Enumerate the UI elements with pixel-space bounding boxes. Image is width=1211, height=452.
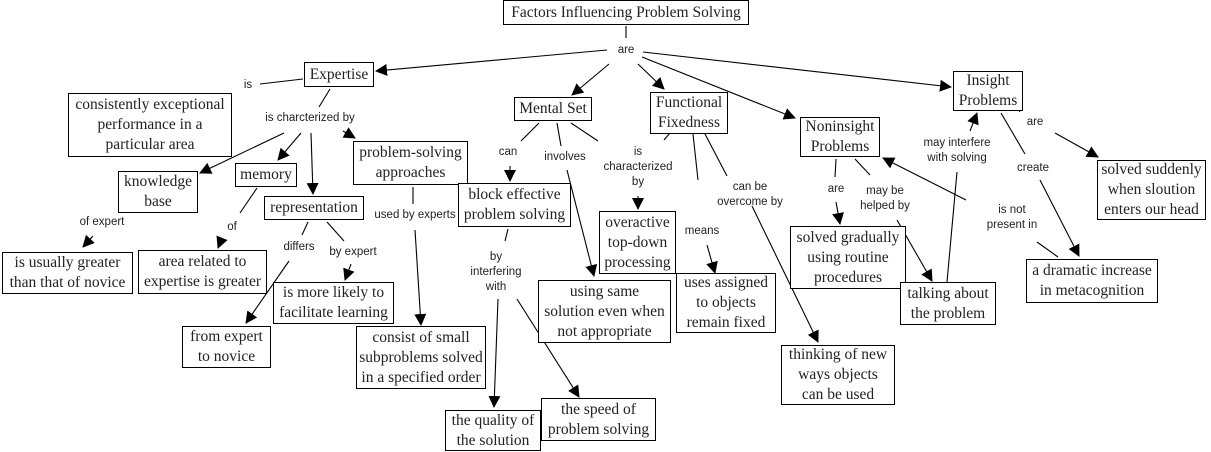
edge-means-usesassigned <box>706 244 718 274</box>
edge-interfering-quality <box>488 298 501 408</box>
node-block-effective: block effective problem solving <box>458 183 571 227</box>
node-quality-of-solution: the quality of the solution <box>445 410 541 451</box>
link-involves: involves <box>544 151 586 163</box>
link-by-interfering-with: by interfering with <box>470 251 522 293</box>
edge-dramatic-notpresent <box>1036 241 1059 258</box>
edge-mentalset-ischaracterized <box>570 122 599 142</box>
node-representation: representation <box>264 196 364 220</box>
node-mental-set: Mental Set <box>514 97 592 121</box>
node-functional-fixedness: Functional Fixedness <box>650 92 728 134</box>
edge-involves-usingsame <box>566 169 598 277</box>
edge-functional-overcome <box>704 133 728 177</box>
link-create: create <box>1017 162 1049 174</box>
link-of: of <box>227 221 237 233</box>
edge-representation-differs <box>301 221 309 236</box>
edge-representation-byexpert <box>326 221 345 242</box>
edge-are-functional <box>637 63 665 90</box>
link-is-not-present-in: is not present in <box>986 204 1038 231</box>
node-from-expert-to-novice: from expert to novice <box>182 326 271 368</box>
node-expertise: Expertise <box>304 62 374 87</box>
edge-functional-means <box>692 133 699 181</box>
node-consist-of-subproblems: consist of small subproblems solved in a… <box>356 326 486 389</box>
link-is-characterized-by: is characterized by <box>603 146 673 188</box>
link-can: can <box>498 146 518 158</box>
edge-expertise-is <box>259 78 304 85</box>
node-dramatic-increase: a dramatic increase in metacognition <box>1026 259 1158 303</box>
link-are-insight: are <box>1026 116 1044 128</box>
link-of-expert: of expert <box>79 216 125 228</box>
edge-are-insight <box>642 51 952 92</box>
node-solved-suddenly: solved suddenly when sloution enters our… <box>1097 160 1206 220</box>
edge-are-expertise <box>375 49 608 76</box>
node-usually-greater: is usually greater than that of novice <box>2 252 133 294</box>
link-is-charcterized-by: is charcterized by <box>265 112 355 124</box>
edge-are-solvedgradually <box>832 201 844 225</box>
edge-charcterized-approaches <box>342 127 356 139</box>
node-noninsight-problems: Noninsight Problems <box>800 117 880 157</box>
node-consistently-exceptional: consistently exceptional performance in … <box>68 93 232 157</box>
edge-charcterized-memory <box>277 132 302 161</box>
link-are-noninsight: are <box>827 183 845 195</box>
edge-mentalset-involves <box>556 122 562 147</box>
edge-are-noninsight <box>641 56 796 120</box>
link-may-be-helped-by: may be helped by <box>860 185 910 212</box>
edge-functional-ischaracterized <box>663 132 671 141</box>
node-uses-assigned: uses assigned to objects remain fixed <box>676 273 776 333</box>
edge-interfering-speed <box>516 298 580 398</box>
edge-noninsight-helped <box>854 158 871 176</box>
link-by-expert: by expert <box>329 246 377 258</box>
edge-used-consist <box>414 229 427 326</box>
node-insight-problems: Insight Problems <box>953 71 1023 111</box>
edge-byexpert-facilitate <box>343 263 355 281</box>
edge-noninsight-are <box>834 158 837 178</box>
edge-interfere-insight <box>967 112 979 132</box>
node-speed-of-problem-solving: the speed of problem solving <box>541 398 656 441</box>
node-thinking-of-new-ways: thinking of new ways objects can be used <box>781 345 895 405</box>
edge-of-arearelated <box>216 235 228 249</box>
node-problem-solving-approaches: problem-solving approaches <box>353 141 468 185</box>
edge-ofexpert-greater <box>82 234 95 248</box>
edge-block-interfering <box>504 228 509 242</box>
edge-expertise-charcterized <box>318 88 331 108</box>
node-memory: memory <box>235 163 297 187</box>
node-knowledge-base: knowledge base <box>118 171 198 213</box>
edge-are-mentalset <box>571 63 610 96</box>
link-can-be-overcome-by: can be overcome by <box>717 181 783 208</box>
edge-mentalset-can <box>520 122 540 142</box>
edge-charcterized-knowledge <box>199 132 285 174</box>
link-differs: differs <box>283 241 315 253</box>
node-overactive-top-down: overactive top-down processing <box>599 211 676 274</box>
link-is: is <box>243 79 253 91</box>
node-using-same-solution: using same solution even when not approp… <box>538 280 671 343</box>
edge-overcome-thinking <box>751 205 819 343</box>
link-are-root: are <box>617 44 635 56</box>
edge-differs-fromexpert <box>245 260 290 324</box>
link-means: means <box>684 225 720 237</box>
edge-charcterized-representation <box>306 132 319 195</box>
node-talking-about-problem: talking about the problem <box>900 282 996 325</box>
node-root: Factors Influencing Problem Solving <box>503 0 749 25</box>
link-used-by-experts: used by experts <box>374 209 456 221</box>
node-facilitate-learning: is more likely to facilitate learning <box>273 282 394 324</box>
link-may-interfere-with-solving: may interfere with solving <box>923 137 991 164</box>
node-solved-gradually: solved gradually using routine procedure… <box>790 226 906 289</box>
edge-create-dramatic <box>1039 179 1080 257</box>
node-area-related: area related to expertise is greater <box>138 250 267 294</box>
edge-memory-of <box>239 187 258 214</box>
edge-notpresent-noninsight <box>882 157 967 201</box>
edge-are-solvedsuddenly <box>1054 132 1099 158</box>
edge-insight-create <box>1000 112 1026 155</box>
edge-talking-interfere <box>946 171 958 283</box>
